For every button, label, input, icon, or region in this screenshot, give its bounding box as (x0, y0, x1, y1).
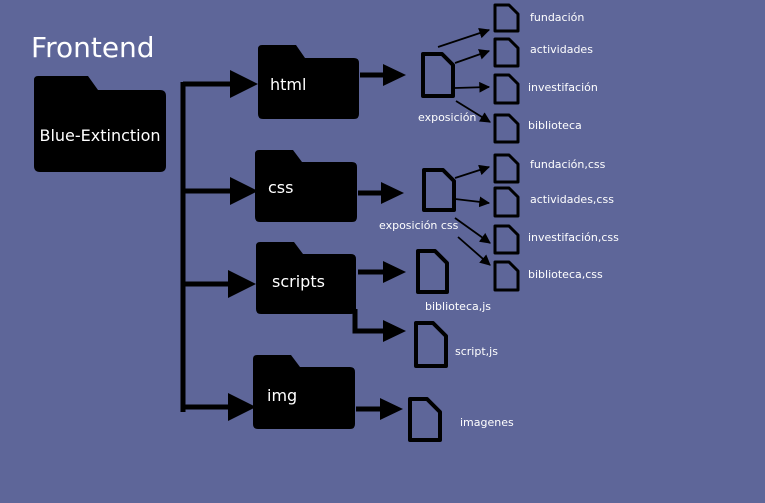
scripts-folder-icon (256, 242, 356, 314)
img-folder-label: img (267, 386, 297, 405)
file-label: actividades (530, 43, 593, 56)
scripts-folder-label: scripts (272, 272, 325, 291)
file-label: actividades,css (530, 193, 614, 206)
file-icon (493, 260, 520, 292)
file-css-child-4: biblioteca,css (493, 260, 603, 292)
arrow-css-to-file (358, 182, 404, 204)
file-css-child-2: actividades,css (493, 186, 614, 218)
arrow-img-to-file (356, 398, 403, 420)
file-icon (408, 397, 442, 442)
file-css-child-3: investifación,css (493, 224, 619, 255)
file-icon (493, 186, 520, 218)
css-child-arrows (454, 164, 491, 266)
html-folder-icon (258, 45, 359, 119)
html-child-arrows (437, 27, 491, 123)
branch-arrow-html (183, 70, 258, 98)
arrow-html-to-file (360, 64, 406, 86)
file-label: fundación,css (530, 158, 606, 171)
file-icon (422, 168, 456, 212)
css-folder-label: css (268, 178, 293, 197)
html-folder-label: html (270, 75, 306, 94)
root-folder: Blue-Extinction (34, 76, 166, 172)
file-label: investifación,css (528, 231, 619, 244)
file-label: imagenes (460, 416, 514, 429)
file-label: biblioteca (528, 119, 582, 132)
diagram-title: Frontend (31, 31, 155, 64)
arrow-scripts-to-file-2 (352, 309, 406, 342)
file-icon (493, 37, 520, 68)
branch-arrow-img (183, 393, 256, 421)
folder-html: html (258, 45, 359, 119)
file-icon (421, 52, 455, 98)
file-html-main: exposición (418, 52, 476, 124)
file-label: exposición (418, 111, 476, 124)
file-label: biblioteca,js (425, 300, 491, 313)
branch-arrow-scripts (183, 270, 256, 298)
file-label: script,js (455, 345, 498, 358)
root-folder-label: Blue-Extinction (39, 126, 160, 145)
css-folder-icon (255, 150, 357, 222)
folder-scripts: scripts (256, 242, 356, 314)
file-css-child-1: fundación,css (493, 153, 606, 184)
folder-img: img (253, 355, 355, 429)
file-icon (416, 249, 449, 294)
file-scripts-2: script,js (414, 321, 498, 368)
file-icon (493, 153, 520, 184)
file-label: investifación (528, 81, 598, 94)
branch-arrow-css (183, 177, 258, 205)
file-label: biblioteca,css (528, 268, 603, 281)
file-icon (414, 321, 448, 368)
file-html-child-2: actividades (493, 37, 593, 68)
file-html-child-3: investifación (493, 73, 598, 105)
file-icon (493, 224, 520, 255)
file-icon (493, 113, 520, 144)
file-label: exposición css (379, 219, 459, 232)
root-folder-icon (34, 76, 166, 172)
file-label: fundación (530, 11, 584, 24)
file-icon (493, 3, 520, 33)
file-icon (493, 73, 520, 105)
img-folder-icon (253, 355, 355, 429)
arrow-scripts-to-file-1 (358, 261, 406, 283)
file-img: imagenes (408, 397, 514, 442)
file-html-child-4: biblioteca (493, 113, 582, 144)
file-css-main: exposición css (379, 168, 459, 232)
file-html-child-1: fundación (493, 3, 584, 33)
file-scripts-1: biblioteca,js (416, 249, 491, 313)
folder-css: css (255, 150, 357, 222)
